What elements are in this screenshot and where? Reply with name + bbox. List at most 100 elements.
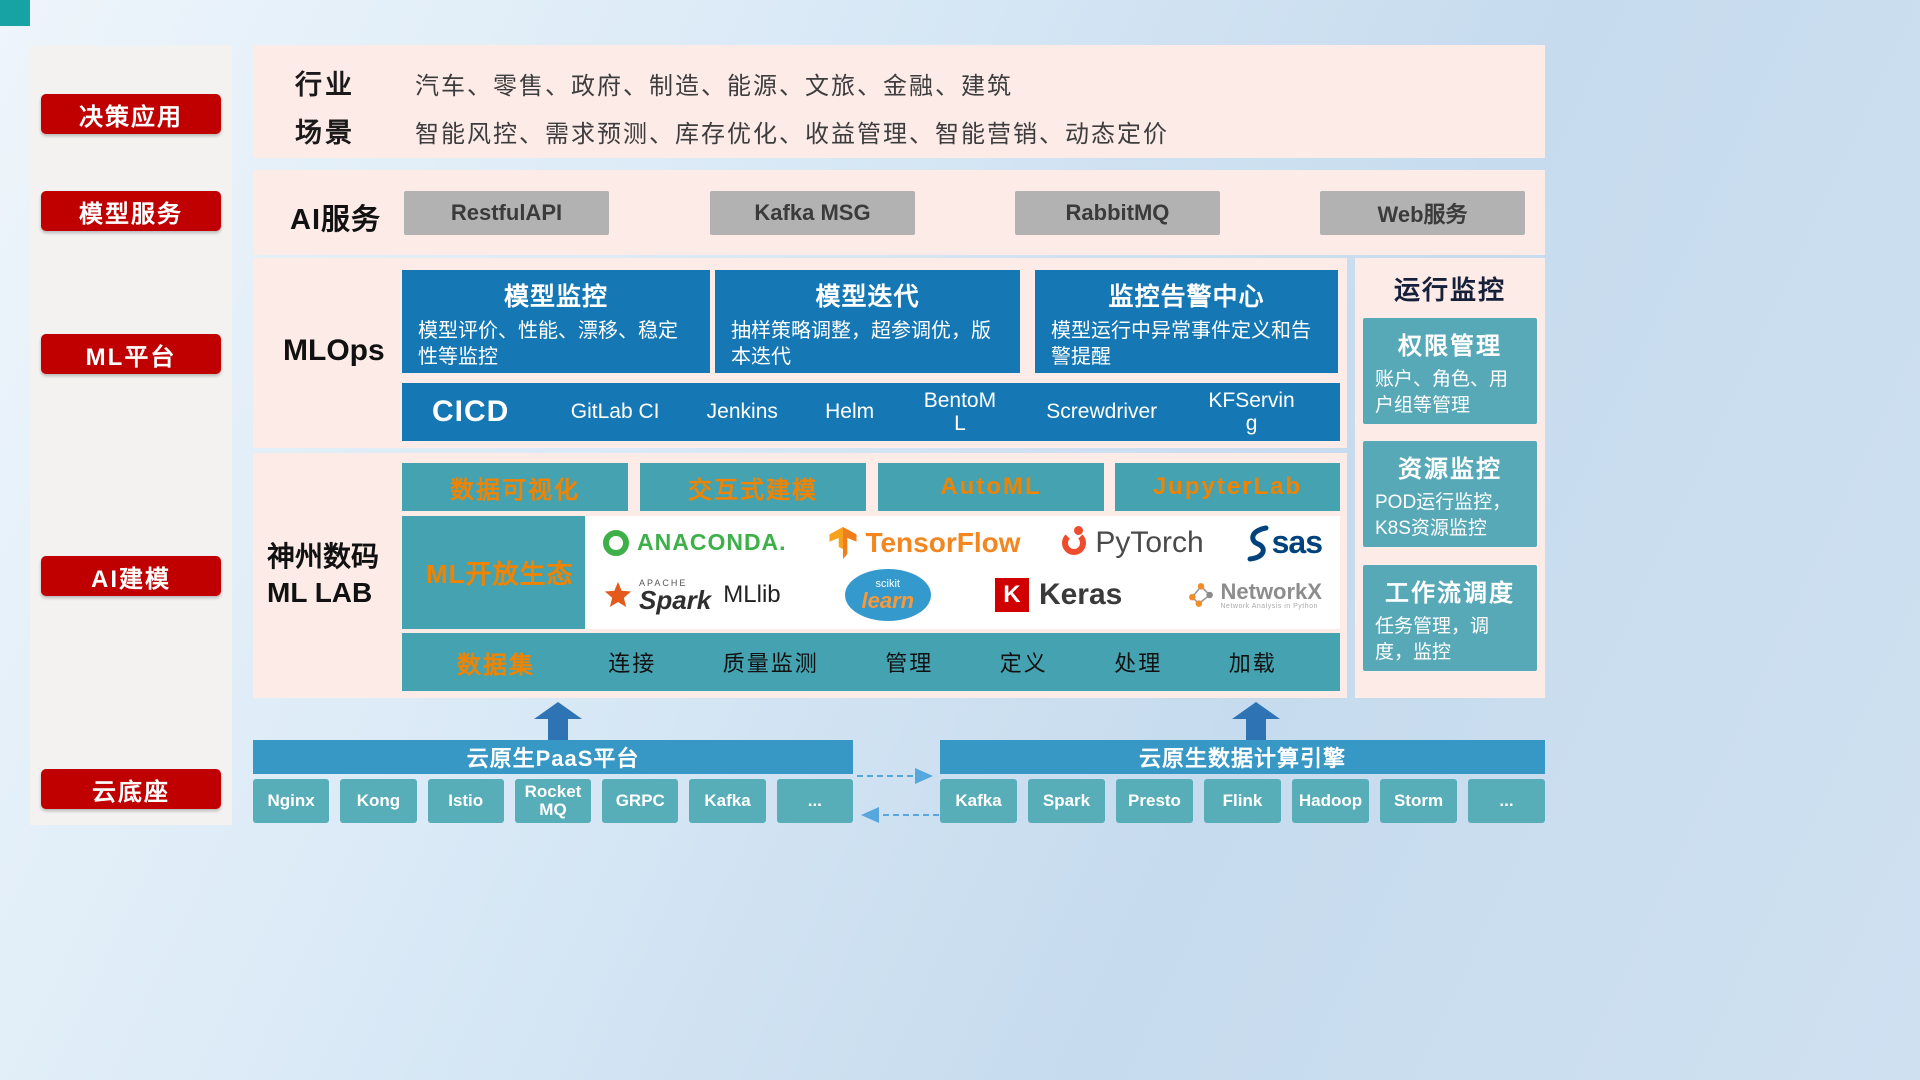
chip-engine-kafka[interactable]: Kafka: [940, 779, 1017, 823]
restfulapi-button[interactable]: RestfulAPI: [404, 191, 609, 235]
model-iteration-card: 模型迭代 抽样策略调整，超参调优，版本迭代: [715, 270, 1020, 373]
keras-wordmark: Keras: [1038, 578, 1123, 612]
chip-paas-more[interactable]: ...: [776, 779, 853, 823]
model-monitoring-card: 模型监控 模型评价、性能、漂移、稳定性等监控: [402, 270, 710, 373]
jupyterlab-button[interactable]: JupyterLab: [1115, 463, 1340, 511]
kafka-msg-button[interactable]: Kafka MSG: [710, 191, 915, 235]
dataset-item-process: 处理: [1114, 651, 1163, 676]
sidebar-item-ai-modeling[interactable]: AI建模: [41, 556, 221, 596]
chip-kong[interactable]: Kong: [340, 779, 417, 823]
data-exchange-arrows: [857, 768, 939, 823]
pytorch-icon: [1062, 525, 1087, 555]
paas-platform-bar: 云原生PaaS平台: [253, 740, 853, 774]
scene-label: 场景: [295, 118, 355, 148]
mllab-name-line1: 神州数码: [267, 541, 380, 572]
cicd-bar: CICD GitLab CI Jenkins Helm BentoML Scre…: [402, 383, 1340, 441]
left-rail: 决策应用 模型服务 ML平台 AI建模 云底座: [30, 45, 232, 825]
pytorch-logo: PyTorch: [1062, 525, 1204, 560]
industry-label: 行业: [295, 70, 355, 100]
mllab-name-line2: ML LAB: [267, 577, 373, 609]
sas-logo: sas: [1246, 524, 1323, 562]
mllib-wordmark: MLlib: [723, 581, 781, 609]
chip-grpc[interactable]: GRPC: [602, 779, 679, 823]
networkx-logo: NetworkX Network Analysis in Python: [1187, 578, 1322, 610]
logo-row-2: APACHE Spark MLlib scikit learn K Keras: [603, 569, 1322, 622]
anaconda-icon: [603, 529, 629, 556]
learn-wordmark: learn: [861, 587, 915, 613]
chip-flink[interactable]: Flink: [1204, 779, 1281, 823]
spark-wordmark: Spark: [639, 584, 712, 615]
alert-center-card: 监控告警中心 模型运行中异常事件定义和告警提醒: [1035, 270, 1338, 373]
model-iteration-desc: 抽样策略调整，超参调优，版本迭代: [731, 320, 991, 369]
networkx-wordmark: NetworkX: [1220, 578, 1322, 604]
scikit-learn-logo: scikit learn: [844, 569, 931, 622]
model-iteration-title: 模型迭代: [815, 283, 920, 311]
automl-button[interactable]: AutoML: [878, 463, 1104, 511]
scikit-caption: scikit: [875, 577, 900, 590]
cicd-item-screwdriver: Screwdriver: [1046, 400, 1158, 424]
ai-service-panel: AI服务 RestfulAPI Kafka MSG RabbitMQ Web服务: [253, 170, 1545, 255]
chip-rocketmq[interactable]: RocketMQ: [514, 779, 592, 823]
data-visualization-button[interactable]: 数据可视化: [402, 463, 628, 511]
permission-management-title: 权限管理: [1398, 333, 1502, 360]
interactive-modeling-button[interactable]: 交互式建模: [640, 463, 866, 511]
up-arrow-paas: [534, 702, 582, 742]
ai-service-label: AI服务: [290, 204, 382, 236]
networkx-icon: [1188, 583, 1213, 608]
apache-caption: APACHE: [639, 577, 688, 588]
dataset-label: 数据集: [457, 651, 535, 679]
dataset-item-define: 定义: [999, 651, 1048, 676]
anaconda-logo: ANACONDA.: [603, 529, 787, 556]
cicd-item-helm: Helm: [825, 400, 875, 424]
web-service-button[interactable]: Web服务: [1320, 191, 1525, 235]
alert-center-desc: 模型运行中异常事件定义和告警提醒: [1051, 320, 1311, 369]
spark-mllib-logo: APACHE Spark MLlib: [603, 578, 781, 613]
workflow-scheduling-title: 工作流调度: [1385, 580, 1515, 607]
resource-monitoring-title: 资源监控: [1398, 456, 1502, 483]
chip-engine-more[interactable]: ...: [1468, 779, 1545, 823]
model-monitoring-desc: 模型评价、性能、漂移、稳定性等监控: [418, 320, 678, 369]
chip-nginx[interactable]: Nginx: [253, 779, 330, 823]
dataset-item-manage: 管理: [885, 651, 934, 676]
cicd-item-kfserving: KFServing: [1208, 388, 1295, 435]
paas-chip-row: Nginx Kong Istio RocketMQ GRPC Kafka ...: [253, 779, 853, 823]
dataset-item-load: 加载: [1228, 651, 1277, 676]
rabbitmq-button[interactable]: RabbitMQ: [1015, 191, 1220, 235]
chip-engine-spark[interactable]: Spark: [1028, 779, 1105, 823]
tensorflow-logo: TensorFlow: [828, 526, 1020, 559]
chip-kafka[interactable]: Kafka: [689, 779, 766, 823]
sidebar-item-ml-platform[interactable]: ML平台: [41, 334, 221, 374]
chip-storm[interactable]: Storm: [1380, 779, 1457, 823]
cicd-item-gitlab-ci: GitLab CI: [570, 400, 660, 424]
corner-accent: [0, 0, 30, 26]
sidebar-item-model-service[interactable]: 模型服务: [41, 191, 221, 231]
model-monitoring-title: 模型监控: [503, 283, 608, 311]
networkx-tagline: Network Analysis in Python: [1220, 602, 1318, 610]
dataset-bar: 数据集 连接 质量监测 管理 定义 处理 加载: [402, 633, 1340, 691]
sidebar-item-decision-apps[interactable]: 决策应用: [41, 94, 221, 134]
keras-icon: K: [994, 578, 1029, 613]
cicd-item-jenkins: Jenkins: [706, 400, 778, 424]
spark-icon: [604, 582, 632, 608]
mlops-label: MLOps: [283, 334, 385, 367]
chip-hadoop[interactable]: Hadoop: [1292, 779, 1369, 823]
chip-presto[interactable]: Presto: [1116, 779, 1193, 823]
permission-management-desc: 账户、角色、用户组等管理: [1375, 369, 1509, 416]
permission-management-card: 权限管理 账户、角色、用户组等管理: [1363, 318, 1537, 424]
alert-center-title: 监控告警中心: [1108, 283, 1265, 311]
cicd-item-bentoml: BentoML: [923, 388, 997, 435]
dataset-item-connect: 连接: [608, 651, 657, 676]
tensorflow-icon: [829, 526, 857, 559]
runtime-monitoring-panel: 运行监控 权限管理 账户、角色、用户组等管理 资源监控 POD运行监控，K8S资…: [1355, 258, 1545, 698]
pytorch-wordmark: PyTorch: [1095, 525, 1204, 559]
sidebar-item-cloud-base[interactable]: 云底座: [41, 769, 221, 809]
mllab-name: 神州数码 ML LAB: [263, 539, 401, 612]
resource-monitoring-desc: POD运行监控，K8S资源监控: [1375, 492, 1512, 539]
industry-list: 汽车、零售、政府、制造、能源、文旅、金融、建筑: [415, 73, 1013, 100]
anaconda-wordmark: ANACONDA.: [637, 529, 787, 556]
chip-istio[interactable]: Istio: [427, 779, 504, 823]
runtime-monitoring-title: 运行监控: [1393, 275, 1506, 305]
mlops-panel: MLOps 模型监控 模型评价、性能、漂移、稳定性等监控 模型迭代 抽样策略调整…: [253, 258, 1347, 448]
dataset-items: 连接 质量监测 管理 定义 处理 加载: [575, 646, 1310, 678]
resource-monitoring-card: 资源监控 POD运行监控，K8S资源监控: [1363, 441, 1537, 547]
